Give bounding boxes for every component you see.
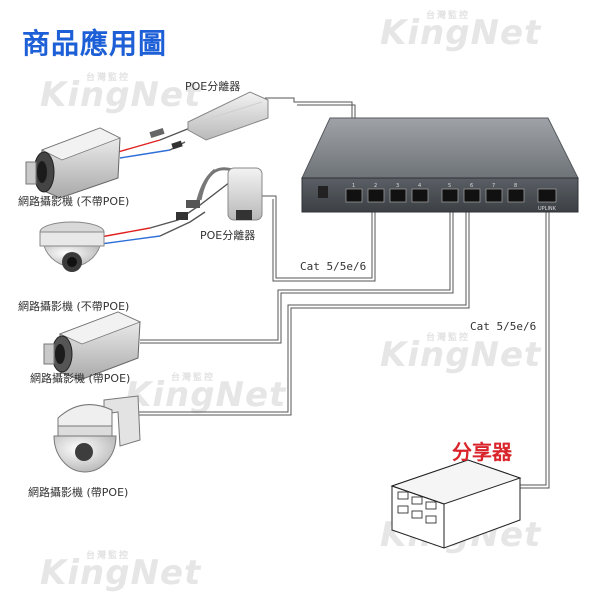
camera-speed-dome-4	[53, 395, 141, 473]
camera-dome-2	[39, 221, 105, 272]
port-label-8: 8	[514, 183, 517, 189]
camera-label-1: 網路攝影機 (不帶POE)	[18, 195, 130, 208]
camera-label-4: 網路攝影機 (帶POE)	[28, 486, 129, 499]
router	[390, 459, 522, 549]
wire-uplink-to-router	[520, 205, 550, 489]
port-label-1: 1	[352, 183, 355, 189]
port-label-5: 5	[448, 183, 451, 189]
camera-box-3	[43, 311, 142, 381]
splitter-top-label: POE分離器	[185, 80, 241, 93]
page-title: 商品應用圖	[22, 27, 168, 60]
port-label-3: 3	[396, 183, 399, 189]
poe-splitter-mid	[176, 167, 263, 221]
splitter-mid-label: POE分離器	[200, 229, 256, 242]
poe-switch: 1 2 3 4 5 6 7 8 UPLINK	[301, 117, 579, 213]
poe-splitter-top	[149, 91, 269, 150]
port-label-6: 6	[470, 183, 473, 189]
camera-label-2: 網路攝影機 (不帶POE)	[18, 300, 130, 313]
camera-label-3: 網路攝影機 (帶POE)	[30, 372, 131, 385]
wire-switch-to-splitter-mid	[262, 195, 376, 282]
port-label-4: 4	[418, 183, 421, 189]
router-label: 分享器	[452, 440, 512, 464]
port-label-2: 2	[374, 183, 377, 189]
cable-label-right: Cat 5/5e/6	[470, 320, 537, 333]
port-label-7: 7	[492, 183, 495, 189]
cable-label-top: Cat 5/5e/6	[300, 260, 367, 273]
wire-switch-to-camera-4	[138, 205, 470, 416]
wire-switch-to-camera-3	[140, 205, 454, 344]
uplink-label: UPLINK	[538, 206, 557, 212]
switch-ports	[345, 188, 557, 203]
camera-box-1	[25, 127, 121, 199]
camera-cable-2	[83, 181, 231, 247]
